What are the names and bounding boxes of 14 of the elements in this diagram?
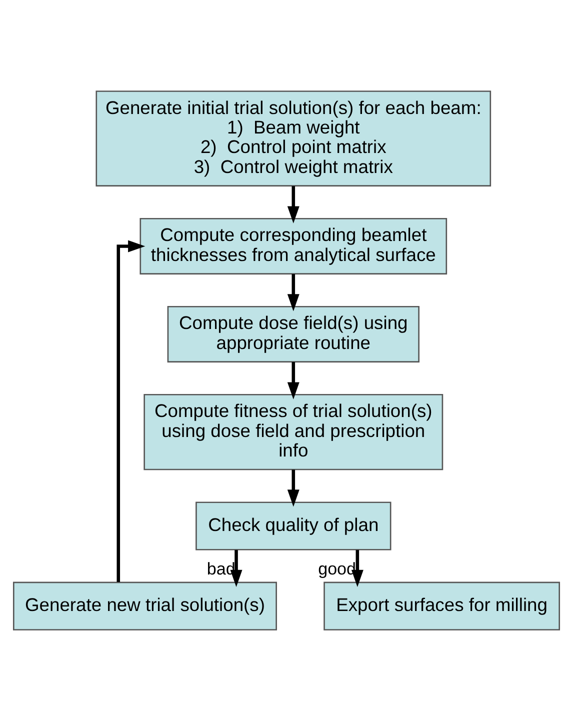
node-box: Compute fitness of trial solution(s) using dose field and prescription info (144, 394, 444, 470)
arrow (287, 362, 300, 400)
node-box: Generate new trial solution(s) (12, 582, 277, 630)
node-box: Check quality of plan (196, 502, 392, 550)
node-box: Generate initial trial solution(s) for each beam: 1) Beam weight 2) Control point matrix 3) Control weight matrix (96, 90, 492, 186)
arrow (230, 550, 242, 588)
node-box: Export surfaces for milling (324, 582, 560, 630)
node-box: Compute dose field(s) using appropriate routine (167, 306, 420, 362)
arrow (287, 186, 300, 224)
arrow (116, 240, 146, 582)
arrow (287, 274, 300, 312)
arrow (351, 550, 364, 588)
node-box: Compute corresponding beamlet thicknesses from analytical surface (140, 218, 448, 274)
arrow (287, 470, 300, 507)
